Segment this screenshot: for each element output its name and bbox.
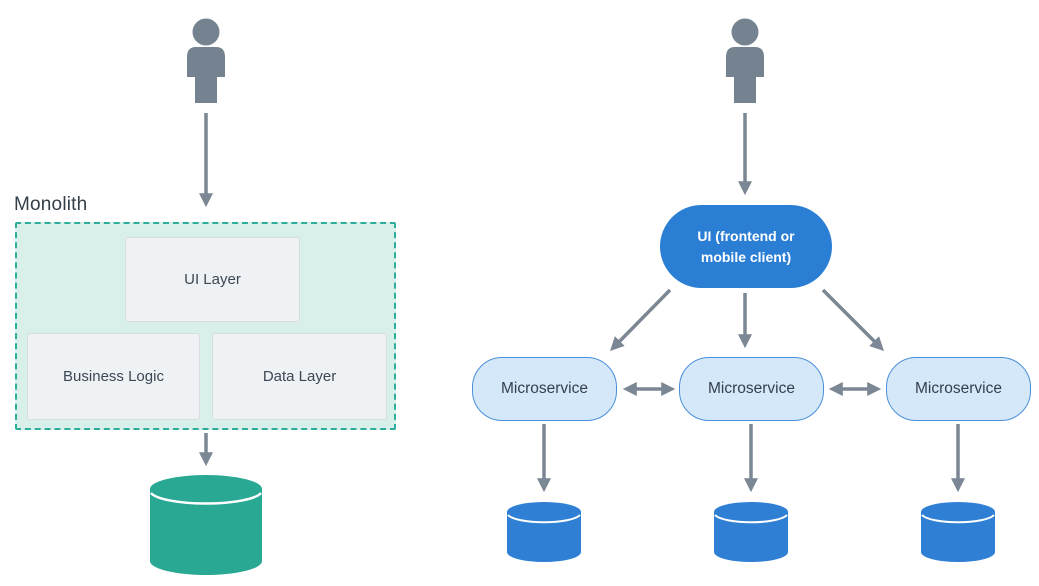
ui-client-label: UI (frontend or mobile client): [697, 227, 795, 265]
monolith-data-layer-node: Data Layer: [212, 333, 387, 420]
microservice-node-2: Microservice: [679, 357, 824, 421]
data-layer-label: Data Layer: [262, 368, 337, 385]
business-logic-label: Business Logic: [63, 368, 164, 385]
microservice-label-3: Microservice: [915, 380, 1002, 397]
microservice-label-1: Microservice: [501, 380, 588, 397]
microservice-node-1: Microservice: [472, 357, 617, 421]
ui-layer-label: UI Layer: [184, 271, 241, 288]
arrow-ui-to-microservice-1: [610, 288, 672, 351]
database-cylinder-icon-service-3: [921, 502, 995, 562]
monolith-title: Monolith: [14, 194, 88, 215]
database-cylinder-icon-service-1: [507, 502, 581, 562]
ui-client-node: UI (frontend or mobile client): [660, 205, 832, 288]
person-icon: [187, 18, 225, 103]
monolith-business-logic-node: Business Logic: [27, 333, 200, 420]
arrow-ui-to-microservice-3: [821, 288, 884, 351]
microservice-label-2: Microservice: [708, 380, 795, 397]
microservice-node-3: Microservice: [886, 357, 1031, 421]
database-cylinder-icon-service-2: [714, 502, 788, 562]
person-icon: [726, 18, 764, 103]
monolith-ui-layer-node: UI Layer: [125, 237, 300, 322]
database-cylinder-icon-monolith: [150, 475, 262, 575]
